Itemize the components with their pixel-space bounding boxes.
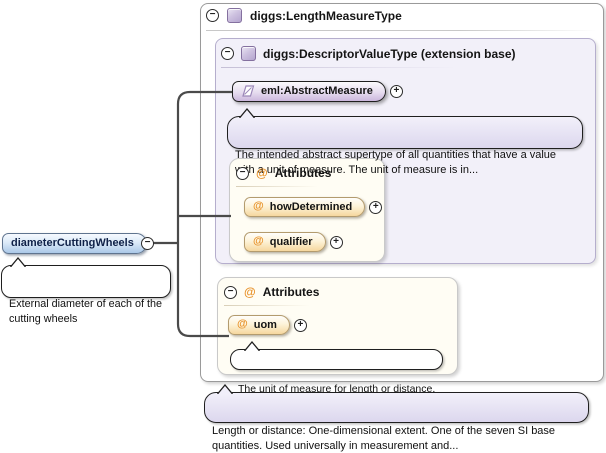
bubble-pointer <box>239 108 255 118</box>
attribute-badge-how-determined[interactable]: @ howDetermined <box>244 197 366 217</box>
bubble-pointer <box>10 257 26 267</box>
attribute-icon: @ <box>256 166 268 180</box>
expand-icon[interactable]: + <box>329 235 343 249</box>
collapse-icon[interactable]: − <box>221 47 234 60</box>
bubble-pointer <box>244 341 260 351</box>
element-row-abstract-measure: eml:AbstractMeasure + <box>232 81 403 102</box>
attribute-label: qualifier <box>269 235 313 248</box>
attribute-icon: @ <box>253 235 264 247</box>
attribute-badge-uom[interactable]: @ uom <box>228 315 290 335</box>
element-badge-abstract-measure[interactable]: eml:AbstractMeasure <box>232 81 386 102</box>
expand-icon[interactable]: + <box>293 318 307 332</box>
length-measure-header: − diggs:LengthMeasureType <box>206 8 402 23</box>
divider <box>221 67 456 68</box>
collapse-icon[interactable]: − <box>236 166 249 180</box>
attributes-title: Attributes <box>274 166 332 180</box>
type-title: diggs:LengthMeasureType <box>250 8 402 23</box>
bubble-pointer <box>217 384 233 394</box>
attribute-icon: @ <box>237 318 248 330</box>
element-icon <box>242 85 255 97</box>
attribute-label: uom <box>253 318 277 331</box>
attribute-row-uom: @ uom + <box>228 315 307 335</box>
attributes-title: Attributes <box>262 285 320 299</box>
divider <box>206 30 596 31</box>
descriptor-value-header: − diggs:DescriptorValueType (extension b… <box>221 46 516 61</box>
expand-icon[interactable]: + <box>389 85 403 98</box>
attribute-row-qualifier: @ qualifier + <box>244 232 343 252</box>
attribute-icon: @ <box>253 200 264 212</box>
collapse-icon[interactable]: − <box>206 9 219 22</box>
annotation-length-measure: Length or distance: One-dimensional exte… <box>204 384 589 452</box>
complex-type-icon <box>241 46 256 61</box>
annotation-uom: The unit of measure for length or distan… <box>230 341 444 395</box>
attributes-header: − @ Attributes <box>224 285 319 299</box>
expand-icon[interactable]: + <box>369 200 383 214</box>
collapse-icon[interactable]: − <box>141 237 154 250</box>
element-label: diameterCuttingWheels <box>11 237 134 249</box>
element-badge-diameter-cutting-wheels[interactable]: diameterCuttingWheels <box>2 233 147 254</box>
attribute-row-how-determined: @ howDetermined + <box>244 197 383 217</box>
collapse-icon[interactable]: − <box>224 285 237 299</box>
element-label: eml:AbstractMeasure <box>261 85 373 97</box>
type-title: diggs:DescriptorValueType (extension bas… <box>263 46 516 61</box>
divider <box>236 186 318 187</box>
complex-type-icon <box>227 8 242 23</box>
attribute-badge-qualifier[interactable]: @ qualifier <box>244 232 326 252</box>
divider <box>224 305 310 306</box>
annotation-diameter-cutting-wheels: External diameter of each of the cutting… <box>1 257 171 325</box>
attribute-icon: @ <box>244 285 256 299</box>
annotation-abstract-measure: The intended abstract supertype of all q… <box>227 108 583 176</box>
attribute-label: howDetermined <box>269 200 353 213</box>
attributes-header: − @ Attributes <box>236 166 331 180</box>
